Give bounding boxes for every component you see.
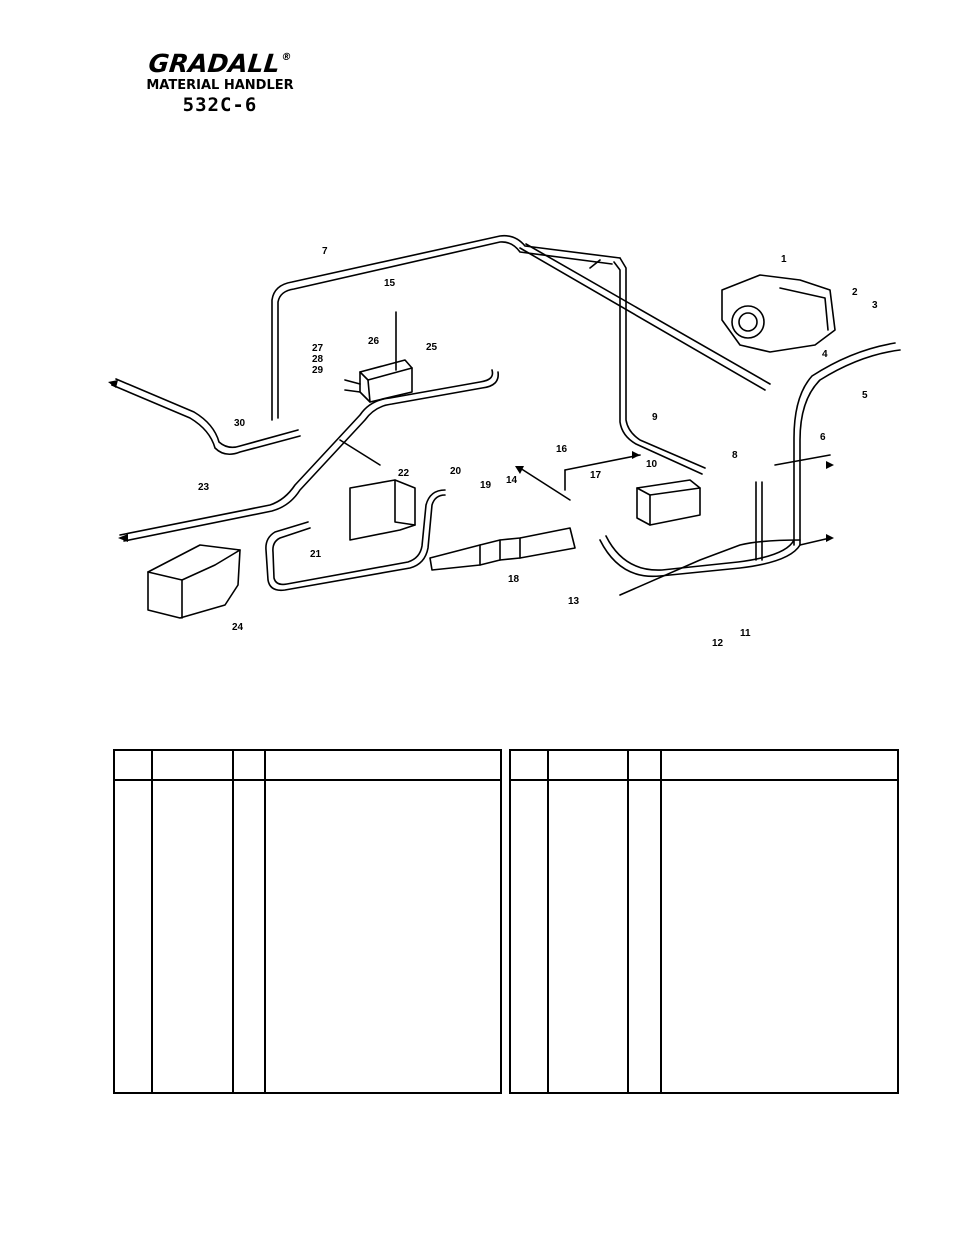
callout-16: 16: [556, 444, 568, 455]
callout-30: 30: [234, 418, 246, 429]
callout-12: 12: [712, 638, 724, 649]
callout-6: 6: [820, 432, 826, 443]
callout-14: 14: [506, 475, 518, 486]
callout-20: 20: [450, 466, 462, 477]
product-subtitle: MATERIAL HANDLER: [146, 78, 294, 93]
callout-2: 2: [852, 287, 858, 298]
callout-1: 1: [781, 254, 787, 265]
callout-17: 17: [590, 470, 602, 481]
callout-27: 27: [312, 343, 324, 354]
cylinder-18: [429, 527, 576, 571]
callout-13: 13: [568, 596, 580, 607]
document-header: GRADALL® MATERIAL HANDLER 532C-6: [120, 44, 320, 116]
callout-19: 19: [480, 480, 492, 491]
tube-7: [271, 234, 621, 421]
tube-21: [265, 494, 446, 592]
callout-8: 8: [732, 450, 738, 461]
box-10: [636, 479, 701, 526]
model-number: 532C-6: [182, 94, 258, 116]
callout-24: 24: [232, 622, 244, 633]
tube-11: [599, 539, 801, 578]
parts-table-left-divider: [232, 751, 234, 1092]
callout-26: 26: [368, 336, 380, 347]
parts-table-left: [113, 749, 502, 1094]
parts-table-right-divider: [627, 751, 629, 1092]
parts-table-right-divider: [660, 751, 662, 1092]
box-24: [147, 544, 241, 619]
callout-28: 28: [312, 354, 324, 365]
parts-table-left-header: [115, 751, 500, 781]
callout-5: 5: [862, 390, 868, 401]
callout-18: 18: [508, 574, 520, 585]
callout-22: 22: [398, 468, 410, 479]
callout-23: 23: [198, 482, 210, 493]
callout-3: 3: [872, 300, 878, 311]
callout-21: 21: [310, 549, 322, 560]
parts-table-right: [509, 749, 899, 1094]
callout-7: 7: [322, 246, 328, 257]
pump-1: [721, 274, 836, 353]
callout-25: 25: [426, 342, 438, 353]
callout-29: 29: [312, 365, 324, 376]
callout-11: 11: [740, 628, 751, 639]
tube-9: [619, 257, 706, 469]
parts-table-left-divider: [264, 751, 266, 1092]
parts-table-right-header: [511, 751, 897, 781]
hose-6: [799, 349, 901, 546]
block-22: [349, 479, 416, 541]
tube-23: [119, 369, 494, 536]
callout-10: 10: [646, 459, 658, 470]
tube-7-diagonal: [519, 247, 766, 391]
tube-30: [111, 384, 301, 456]
parts-table-right-divider: [547, 751, 549, 1092]
callout-9: 9: [652, 412, 658, 423]
parts-table-left-divider: [151, 751, 153, 1092]
callout-4: 4: [822, 349, 828, 360]
callout-15: 15: [384, 278, 396, 289]
